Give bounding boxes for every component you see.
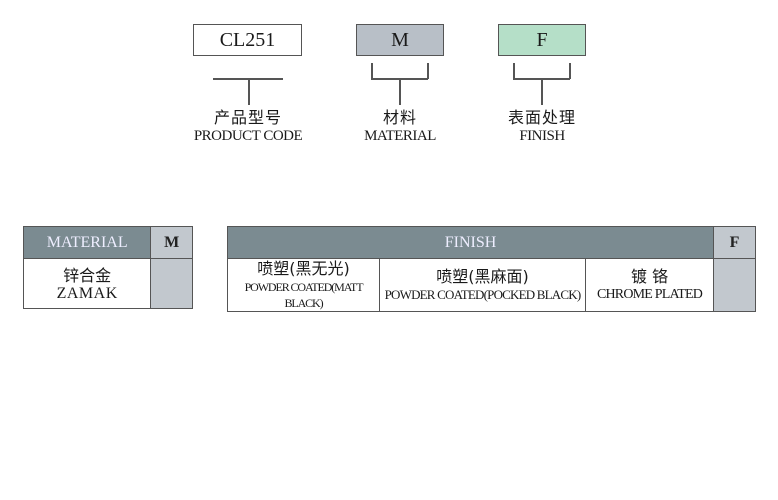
bracket-line — [427, 63, 429, 79]
product-code-box: CL251 — [193, 24, 302, 56]
product-label-en: PRODUCT CODE — [193, 128, 303, 144]
material-en: ZAMAK — [56, 284, 118, 302]
material-label-en: MATERIAL — [364, 128, 436, 144]
finish-zh: 喷塑(黑无光) — [257, 259, 350, 278]
finish-zh: 镀 铬 — [630, 267, 669, 286]
finish-label-en: FINISH — [519, 128, 565, 144]
finish-label: 表面处理 FINISH — [482, 109, 602, 145]
finish-code-header: F — [713, 226, 756, 259]
finish-en: CHROME PLATED — [596, 287, 703, 302]
finish-header: FINISH — [227, 226, 714, 259]
bracket-line — [371, 63, 373, 79]
finish-code-box: F — [498, 24, 586, 56]
material-table: MATERIAL M 锌合金 ZAMAK — [22, 226, 193, 309]
material-label: 材料 MATERIAL — [340, 109, 460, 145]
material-code-cell — [150, 258, 193, 309]
connector-line — [399, 78, 401, 105]
finish-en: POWDER COATED(MATT BLACK) — [244, 280, 364, 310]
product-label-zh: 产品型号 — [213, 108, 282, 127]
material-option-zamak: 锌合金 ZAMAK — [22, 258, 152, 309]
finish-option-chrome: 镀 铬 CHROME PLATED — [585, 258, 714, 312]
finish-label-zh: 表面处理 — [507, 108, 576, 127]
finish-option-matt-black: 喷塑(黑无光) POWDER COATED(MATT BLACK) — [227, 258, 380, 312]
material-zh: 锌合金 — [63, 265, 112, 285]
bracket-line — [513, 63, 515, 79]
connector-line — [248, 78, 250, 105]
material-code-box: M — [356, 24, 444, 56]
finish-zh: 喷塑(黑麻面) — [436, 267, 529, 286]
material-label-zh: 材料 — [382, 108, 417, 127]
product-code-label: 产品型号 PRODUCT CODE — [178, 109, 318, 145]
material-code-header: M — [150, 226, 193, 259]
finish-en: POWDER COATED(POCKED BLACK) — [384, 287, 582, 302]
finish-code-cell — [713, 258, 756, 312]
bracket-line — [569, 63, 571, 79]
finish-table: FINISH F 喷塑(黑无光) POWDER COATED(MATT BLAC… — [227, 226, 756, 312]
finish-option-pocked-black: 喷塑(黑麻面) POWDER COATED(POCKED BLACK) — [379, 258, 586, 312]
connector-line — [541, 78, 543, 105]
material-header: MATERIAL — [22, 226, 152, 259]
